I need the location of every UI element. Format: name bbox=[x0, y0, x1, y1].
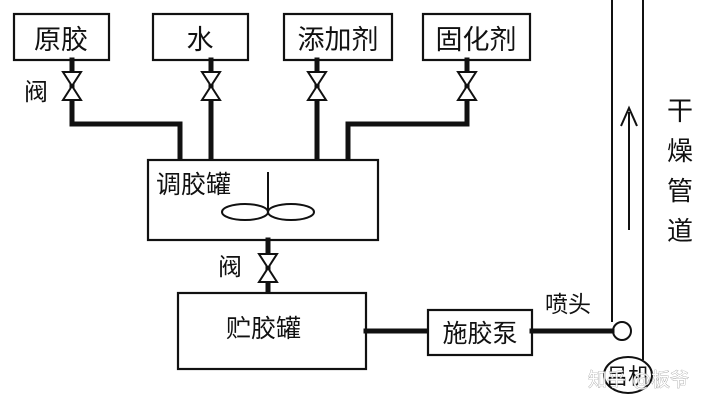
material-box-curing-agent: 固化剂 bbox=[421, 12, 532, 62]
dryer-pipe-label: 干燥管道 bbox=[667, 97, 693, 247]
valve-raw-glue bbox=[61, 71, 83, 101]
material-label-water: 水 bbox=[187, 25, 214, 56]
material-box-raw-glue: 原胶 bbox=[12, 12, 111, 62]
glue-pump: 施胶泵 bbox=[426, 308, 534, 357]
mixing-tank-label: 调胶罐 bbox=[156, 170, 231, 199]
valve-label-bottom: 阀 bbox=[218, 253, 242, 281]
stirrer-icon bbox=[221, 172, 315, 221]
valve-water bbox=[200, 71, 222, 101]
pipe-raw-glue bbox=[69, 57, 183, 163]
flow-arrow-up-icon bbox=[620, 105, 638, 230]
machine: 吕机 bbox=[603, 356, 653, 394]
mixing-tank: 调胶罐 bbox=[146, 158, 380, 242]
pipe-curing-agent bbox=[345, 57, 470, 163]
watermark: 知乎 @板爷 bbox=[588, 369, 689, 391]
storage-tank: 贮胶罐 bbox=[176, 291, 368, 371]
material-label-additive: 添加剂 bbox=[298, 25, 379, 56]
nozzle-label: 喷头 bbox=[545, 292, 591, 318]
valve-label-top: 阀 bbox=[24, 78, 48, 106]
material-label-raw-glue: 原胶 bbox=[34, 25, 88, 56]
nozzle-icon bbox=[612, 321, 632, 341]
material-label-curing-agent: 固化剂 bbox=[436, 25, 517, 56]
valve-additive bbox=[306, 71, 328, 101]
material-box-water: 水 bbox=[151, 12, 250, 62]
storage-tank-label: 贮胶罐 bbox=[226, 314, 301, 343]
pump-label: 施胶泵 bbox=[442, 319, 517, 348]
machine-label: 吕机 bbox=[606, 365, 650, 390]
dryer-duct bbox=[611, 0, 644, 360]
dryer-pipe-text: 干燥管道 bbox=[667, 97, 693, 247]
valve-curing-agent bbox=[456, 71, 478, 101]
material-box-additive: 添加剂 bbox=[282, 12, 394, 62]
valve-mixing-to-storage bbox=[257, 253, 279, 283]
